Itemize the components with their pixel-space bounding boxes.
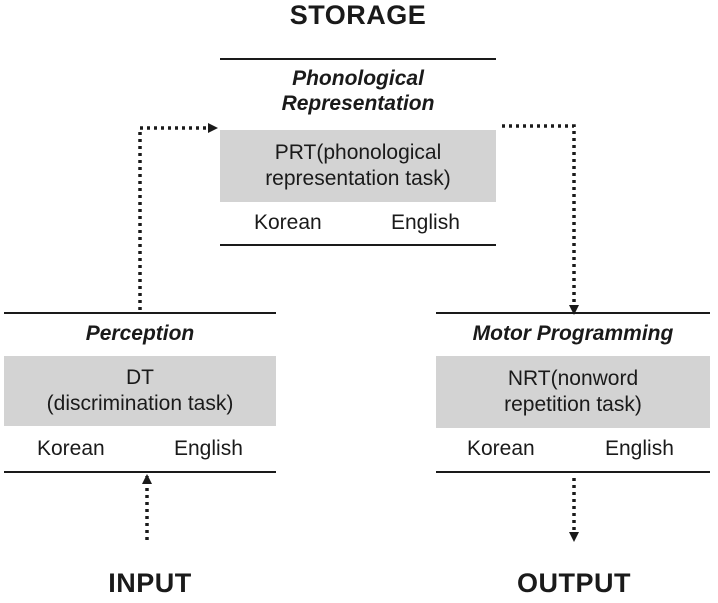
output-label: OUTPUT <box>517 568 631 598</box>
storage-bottom-rule <box>220 244 496 246</box>
motor-lang-english: English <box>605 437 674 460</box>
perception-task-line1: DT <box>126 366 154 389</box>
perception-lang-korean: Korean <box>37 437 105 460</box>
storage-lang-korean: Korean <box>254 211 322 234</box>
storage-top-rule <box>220 58 496 60</box>
perception-task-box: DT (discrimination task) <box>4 356 276 426</box>
storage-task-line1: PRT(phonological <box>274 141 442 164</box>
motor-task-line2: repetition task) <box>504 393 642 416</box>
motor-heading: Motor Programming <box>472 322 674 345</box>
storage-task-box: PRT(phonological representation task) <box>220 130 496 202</box>
input-label: INPUT <box>108 568 192 598</box>
storage-title: STORAGE <box>289 0 427 30</box>
perception-task-line2: (discrimination task) <box>46 392 234 415</box>
perception-top-rule <box>4 312 276 314</box>
storage-heading-line1: Phonological <box>292 67 424 90</box>
storage-heading-line2: Representation <box>281 92 435 115</box>
perception-lang-english: English <box>174 437 243 460</box>
perception-heading: Perception <box>85 322 195 345</box>
storage-lang-english: English <box>391 211 460 234</box>
motor-task-line1: NRT(nonword <box>507 367 639 390</box>
storage-task-line2: representation task) <box>265 167 451 190</box>
motor-bottom-rule <box>436 471 710 473</box>
perception-bottom-rule <box>4 471 276 473</box>
storage-heading: Phonological Representation <box>220 66 496 116</box>
motor-task-box: NRT(nonword repetition task) <box>436 356 710 428</box>
arrow-perception-to-storage <box>138 123 218 310</box>
motor-lang-korean: Korean <box>467 437 535 460</box>
motor-top-rule <box>436 312 710 314</box>
arrow-storage-to-motor <box>502 124 579 315</box>
